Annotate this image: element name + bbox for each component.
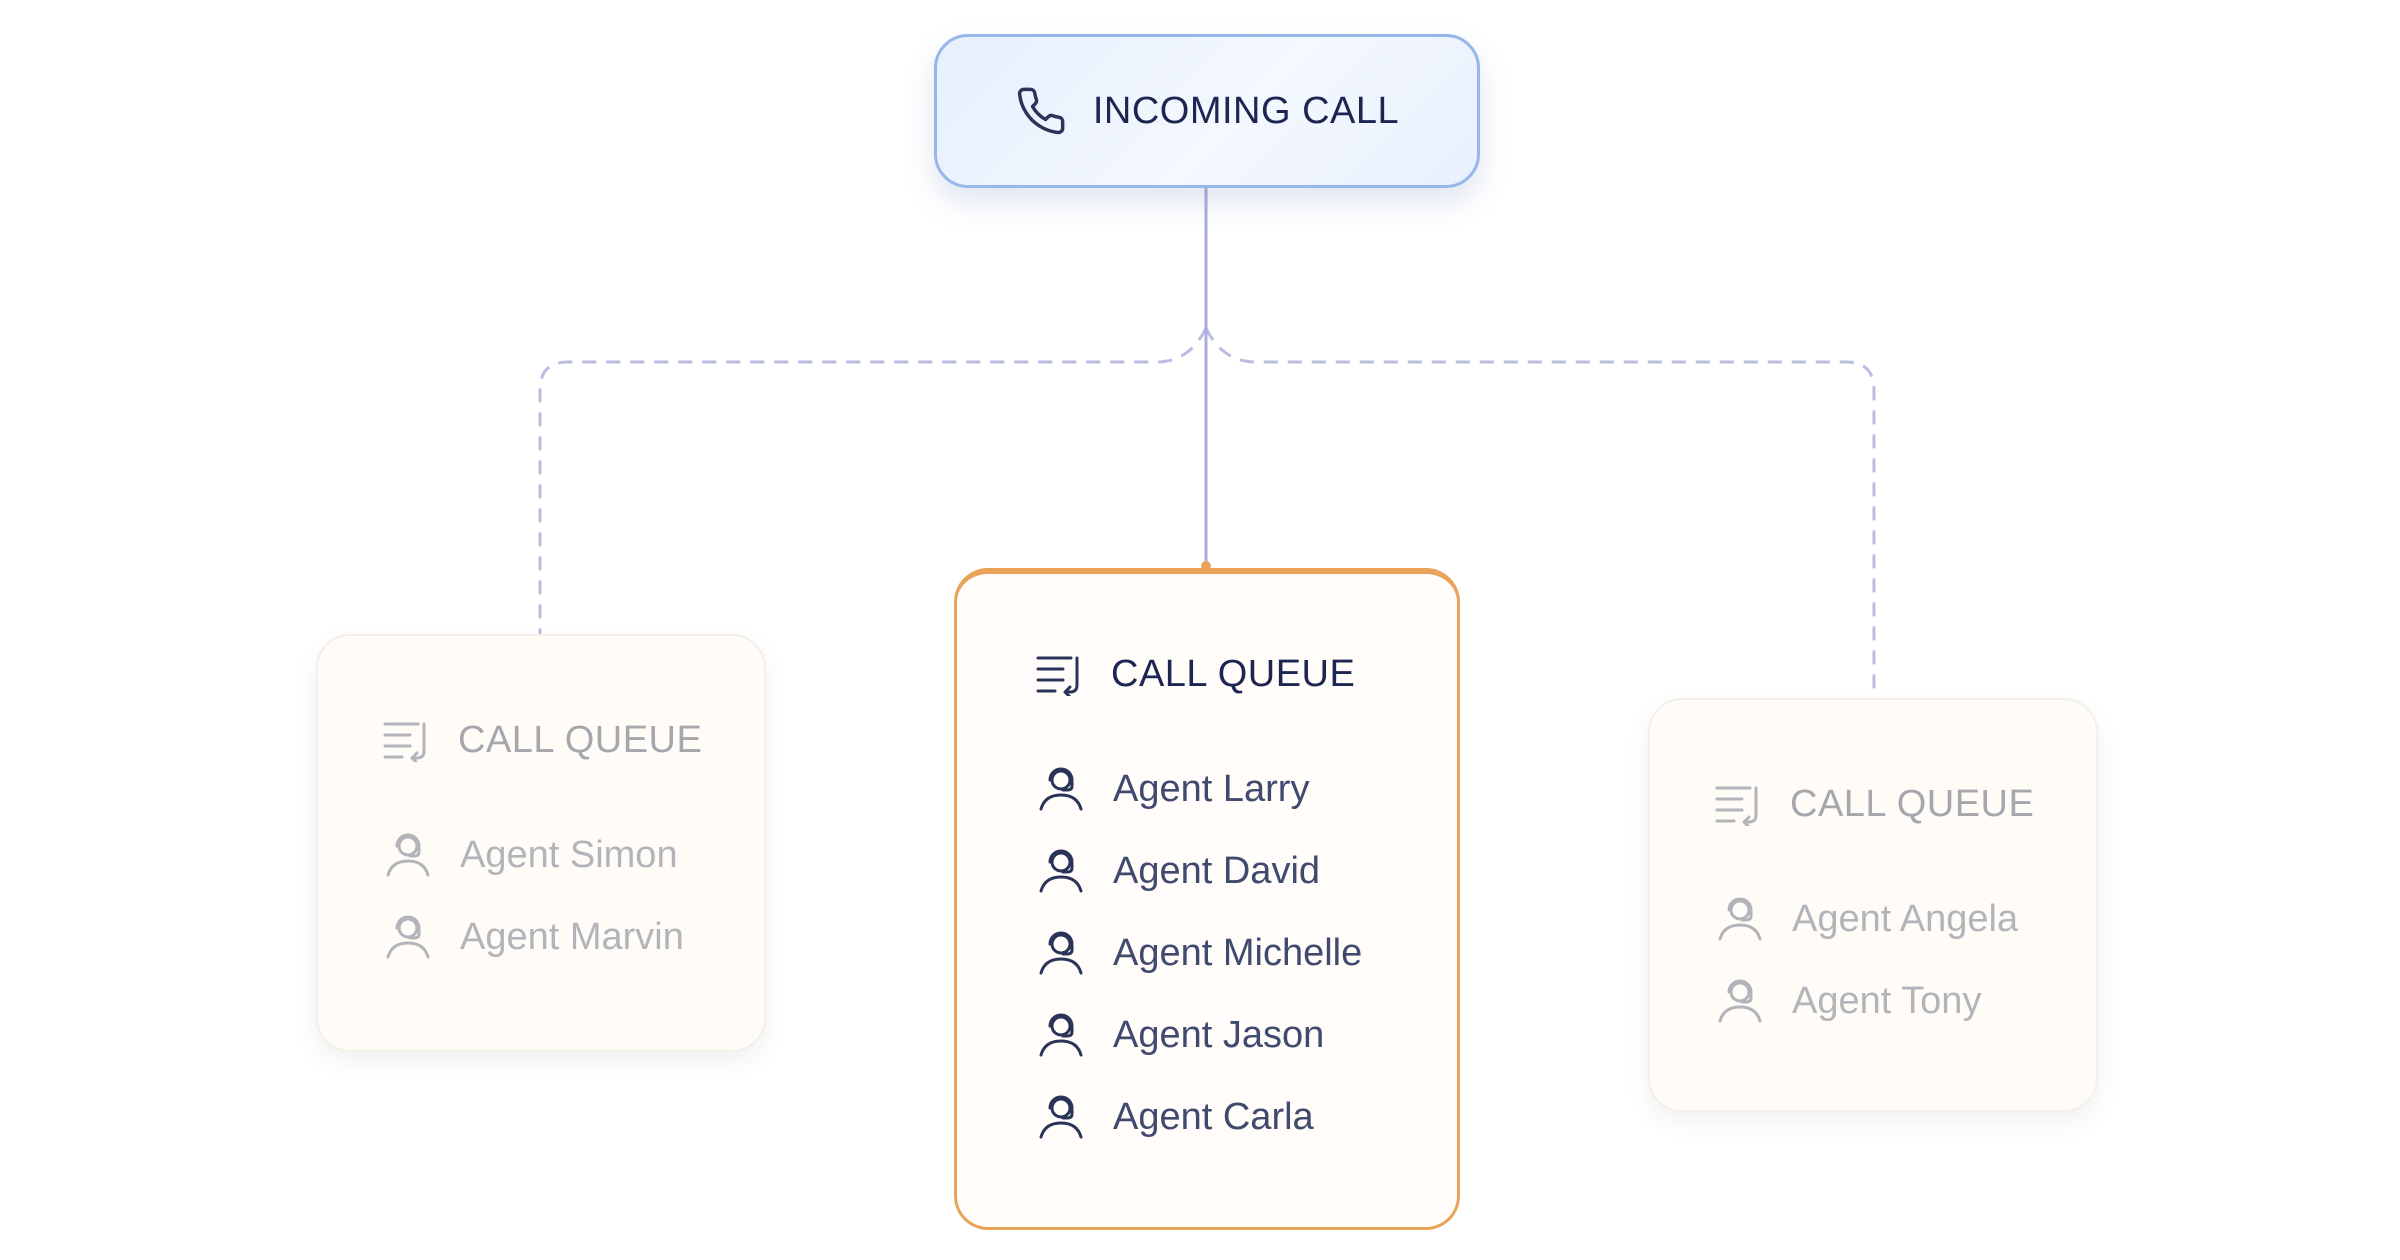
agent-row[interactable]: Agent Tony [1714, 960, 2096, 1042]
incoming-call-node[interactable]: INCOMING CALL [934, 34, 1480, 188]
queue-list-icon [1035, 652, 1085, 696]
agent-name: Agent David [1113, 849, 1321, 892]
queue-header: CALL QUEUE [382, 718, 764, 762]
agent-row[interactable]: Agent Michelle [1035, 912, 1457, 994]
agent-name: Agent Tony [1792, 979, 1982, 1022]
call-queue-left[interactable]: CALL QUEUE Agent Simon Agent Marvin [316, 634, 766, 1052]
agent-row[interactable]: Agent Carla [1035, 1076, 1457, 1158]
agent-headset-icon [1035, 927, 1087, 979]
agent-headset-icon [1035, 1091, 1087, 1143]
queue-title: CALL QUEUE [1111, 652, 1356, 695]
agent-name: Agent Simon [460, 833, 678, 876]
agent-name: Agent Angela [1792, 897, 2019, 940]
agent-name: Agent Larry [1113, 767, 1310, 810]
queue-list-icon [1714, 782, 1764, 826]
agent-name: Agent Jason [1113, 1013, 1325, 1056]
queue-list-icon [382, 718, 432, 762]
queue-title: CALL QUEUE [1790, 782, 2035, 825]
agent-row[interactable]: Agent Larry [1035, 748, 1457, 830]
agent-name: Agent Carla [1113, 1095, 1314, 1138]
call-queue-center-active[interactable]: CALL QUEUE Agent Larry Agent David [954, 568, 1460, 1230]
queue-title: CALL QUEUE [458, 718, 703, 761]
agent-headset-icon [382, 911, 434, 963]
agent-row[interactable]: Agent Jason [1035, 994, 1457, 1076]
agent-headset-icon [1714, 893, 1766, 945]
queue-header: CALL QUEUE [1714, 782, 2096, 826]
incoming-call-label: INCOMING CALL [1092, 89, 1400, 132]
agent-headset-icon [1035, 763, 1087, 815]
agent-name: Agent Marvin [460, 915, 684, 958]
agent-headset-icon [1714, 975, 1766, 1027]
call-queue-right[interactable]: CALL QUEUE Agent Angela Agent Tony [1648, 698, 2098, 1112]
agent-name: Agent Michelle [1113, 931, 1363, 974]
phone-icon [1015, 85, 1067, 137]
agent-headset-icon [1035, 1009, 1087, 1061]
agent-headset-icon [382, 829, 434, 881]
queue-header: CALL QUEUE [1035, 652, 1457, 696]
agent-row[interactable]: Agent Angela [1714, 878, 2096, 960]
agent-row[interactable]: Agent Simon [382, 814, 764, 896]
agent-row[interactable]: Agent Marvin [382, 896, 764, 978]
agent-row[interactable]: Agent David [1035, 830, 1457, 912]
agent-headset-icon [1035, 845, 1087, 897]
